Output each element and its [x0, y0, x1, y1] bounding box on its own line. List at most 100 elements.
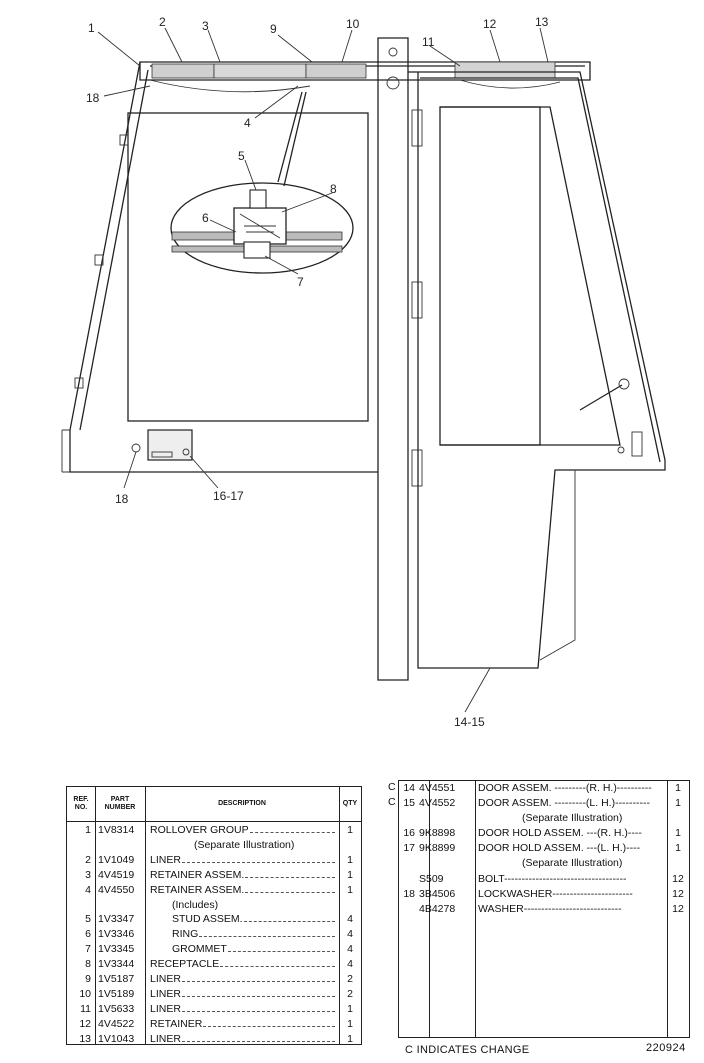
part-number: 1V5189: [98, 987, 135, 1000]
description: DOOR HOLD ASSEM. ---(L. H.)----: [478, 842, 641, 854]
callout: 12: [483, 17, 497, 31]
callout: 8: [330, 182, 337, 196]
description: LINER: [150, 973, 181, 985]
description: RETAINER: [150, 1017, 203, 1030]
quantity: 12: [672, 903, 684, 915]
table-row: 13 1V1043 LINER 1: [67, 1032, 361, 1047]
change-legend: C INDICATES CHANGE: [405, 1044, 530, 1056]
description: ROLLOVER GROUP: [150, 824, 249, 836]
ref-no: 14: [403, 782, 415, 794]
table-header: REF. NO. PART NUMBER DESCRIPTION QTY: [67, 787, 361, 822]
quantity: 1: [347, 868, 353, 881]
description: RECEPTACLE: [150, 958, 220, 971]
description: (Separate Illustration): [194, 838, 295, 851]
ref-no: 6: [85, 928, 91, 941]
callout: 16-17: [213, 489, 244, 503]
quantity: 4: [347, 913, 353, 926]
ref-no: 16: [403, 827, 415, 839]
callout: 13: [535, 15, 549, 29]
leader-dashes: [182, 995, 335, 997]
callout: 18: [115, 492, 129, 506]
ref-no: 1: [85, 824, 91, 836]
description: LOCKWASHER-----------------------: [478, 888, 633, 900]
quantity: 12: [672, 873, 684, 885]
leader-dashes: [228, 950, 335, 953]
leader-dashes: [199, 935, 335, 938]
table-row: (Separate Illustration): [399, 856, 689, 871]
leader-dashes: [203, 1025, 335, 1027]
quantity: 12: [672, 888, 684, 900]
leader-dashes: [182, 1040, 335, 1042]
part-number: 4V4550: [98, 883, 135, 896]
quantity: 2: [347, 973, 353, 985]
part-number: 1V1043: [98, 1032, 135, 1045]
parts-illustration: 1 2 3 9 10 11 12 13 18 4 5 8 6 7 18 16-1…: [61, 15, 666, 729]
quantity: 1: [347, 1017, 353, 1030]
part-number: 1V3344: [98, 958, 135, 971]
leader-dashes: [245, 891, 335, 893]
table-row: 14 4V4551 DOOR ASSEM. ---------(R. H.)----…: [399, 781, 689, 796]
door-hold-plate: [131, 429, 193, 461]
detail-ellipse: [170, 91, 354, 274]
description: DOOR HOLD ASSEM. ---(R. H.)----: [478, 827, 642, 839]
ref-no: 5: [85, 913, 91, 926]
leader-dashes: [250, 831, 335, 833]
header-part: PART NUMBER: [104, 796, 136, 811]
part-number: 4B4278: [419, 903, 456, 915]
callout: 18: [86, 91, 100, 105]
callout: 4: [244, 116, 251, 130]
quantity: 1: [347, 853, 353, 866]
part-number: 1V8314: [98, 824, 135, 836]
callout: 9: [270, 22, 277, 36]
header-ref: REF. NO.: [73, 796, 89, 811]
part-number: 9K8898: [419, 827, 456, 839]
description: RETAINER ASSEM.: [150, 868, 245, 881]
quantity: 1: [675, 827, 681, 839]
part-number: 1V5633: [98, 1002, 135, 1015]
leader-dashes: [182, 861, 335, 863]
ref-no: 4: [85, 883, 91, 896]
ref-no: 2: [85, 853, 91, 866]
callout: 14-15: [454, 715, 485, 729]
callout: 11: [422, 35, 435, 49]
description: (Separate Illustration): [522, 857, 623, 869]
part-number: 4V4551: [419, 782, 456, 794]
quantity: 1: [347, 1032, 353, 1045]
description: DOOR ASSEM. ---------(L. H.)----------: [478, 797, 651, 809]
callout: 7: [297, 275, 304, 289]
description: LINER: [150, 1002, 181, 1015]
left-cab-panel: [61, 61, 378, 473]
table-row: (Separate Illustration): [67, 838, 361, 853]
ref-no: 17: [403, 842, 415, 854]
table-row: (Separate Illustration): [399, 811, 689, 826]
ref-no: 7: [85, 943, 91, 956]
illustration-code: 220924: [646, 1042, 686, 1054]
ref-no: 13: [79, 1032, 91, 1045]
leader-dashes: [245, 876, 335, 878]
quantity: 1: [675, 842, 681, 854]
left-window: [127, 112, 369, 422]
description: LINER: [150, 1032, 181, 1045]
leader-dashes: [182, 980, 335, 982]
center-post: [377, 37, 409, 681]
callout: 2: [159, 15, 166, 29]
leader-dashes: [244, 920, 335, 923]
callout: 3: [202, 19, 209, 33]
table-row: 16 9K8898 DOOR HOLD ASSEM. ---(R. H.)---- 1: [399, 826, 689, 841]
description: DOOR ASSEM. ---------(R. H.)----------: [478, 782, 652, 794]
description: LINER: [150, 853, 181, 866]
quantity: 1: [347, 883, 353, 896]
